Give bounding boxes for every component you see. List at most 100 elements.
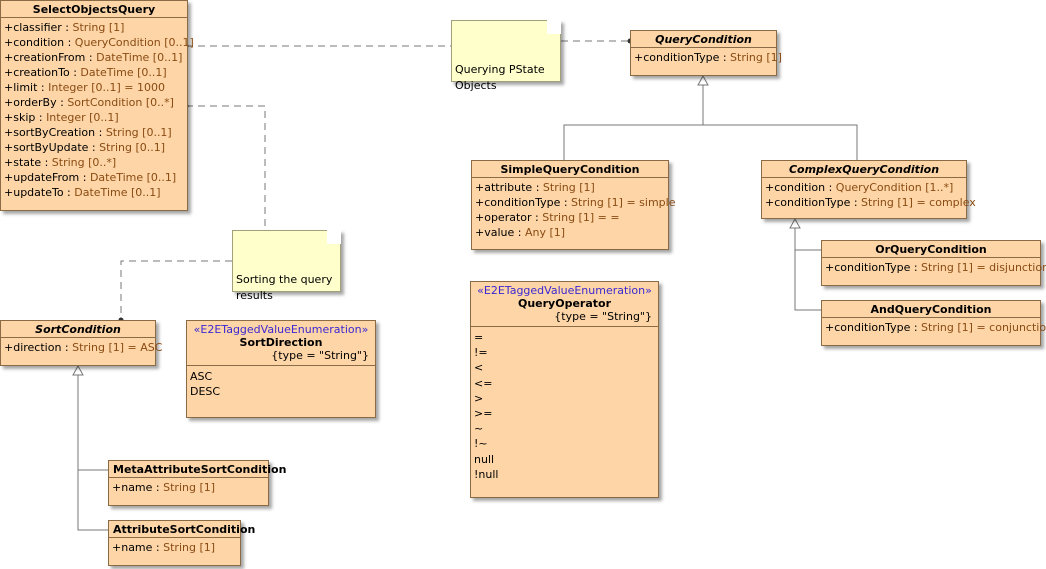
attr-name: +updateFrom: [4, 171, 80, 184]
attr-type: Any [1]: [524, 226, 566, 239]
enum-literal: !=: [474, 346, 488, 360]
attr-type: DateTime [0..1]: [96, 51, 183, 64]
enum-query-operator[interactable]: «E2ETaggedValueEnumeration» QueryOperato…: [470, 281, 659, 498]
class-sort-condition[interactable]: SortCondition +direction : String [1] = …: [0, 320, 163, 366]
class-name: OrQueryCondition: [822, 241, 1040, 258]
note-sorting-query-results[interactable]: Sorting the query results: [232, 230, 341, 302]
attr-name: +conditionType: [765, 196, 851, 209]
attr-name: +updateTo: [4, 186, 64, 199]
attr-type: String [1] = ASC: [72, 341, 163, 354]
attribute-row: +direction : String [1] = ASC: [4, 341, 163, 354]
attr-type: String [1] = simple: [571, 196, 676, 209]
attribute-row: +updateTo : DateTime [0..1]: [4, 186, 161, 199]
attr-type: String [0..1]: [99, 141, 166, 154]
note-text: Sorting the query results: [236, 273, 333, 302]
attribute-compartment: +attribute : String [1] +conditionType :…: [472, 178, 675, 242]
note-fold-corner: [547, 20, 561, 34]
attr-name: +limit: [4, 81, 38, 94]
tagged-value: {type = "String"}: [271, 349, 369, 362]
attr-type: Integer [0..1] = 1000: [48, 81, 165, 94]
enum-literal: ~: [474, 422, 484, 436]
attribute-row: +conditionType : String [1] = conjunctio…: [825, 320, 1046, 335]
class-name: AttributeSortCondition: [109, 521, 255, 538]
attr-type: String [1]: [730, 51, 782, 64]
attr-name: +creationFrom: [4, 51, 86, 64]
class-query-condition[interactable]: QueryCondition +conditionType : String […: [630, 30, 782, 76]
enum-literal: >: [474, 391, 484, 405]
attr-type: DateTime [0..1]: [80, 66, 167, 79]
attr-name: +sortByUpdate: [4, 141, 89, 154]
note-anchor-sortcondition: [120, 260, 232, 320]
class-name: AndQueryCondition: [822, 301, 1040, 318]
attribute-row: +updateFrom : DateTime [0..1]: [4, 171, 177, 184]
enum-literal: >=: [474, 407, 493, 421]
generalization-arrow-complex: [789, 217, 801, 229]
attr-type: Integer [0..1]: [46, 111, 119, 124]
attr-type: QueryCondition [1..*]: [835, 181, 954, 194]
attr-type: String [1] = complex: [861, 196, 976, 209]
enum-sort-direction[interactable]: «E2ETaggedValueEnumeration» SortDirectio…: [186, 320, 376, 418]
attribute-compartment: +classifier : String [1] +condition : Qu…: [1, 18, 194, 202]
attribute-row: +state : String [0..*]: [4, 156, 117, 169]
attr-type: DateTime [0..1]: [89, 171, 177, 184]
attr-type: String [1] = disjunction: [921, 261, 1046, 274]
attr-name: +attribute: [475, 181, 533, 194]
attribute-row: +conditionType : String [1] = disjunctio…: [825, 260, 1046, 275]
stereotype-label: «E2ETaggedValueEnumeration»: [193, 323, 369, 336]
class-name: ComplexQueryCondition: [762, 161, 966, 178]
class-meta-attribute-sort-condition[interactable]: MetaAttributeSortCondition +name : Strin…: [108, 460, 286, 506]
enum-literal: null: [474, 452, 495, 466]
attribute-row: +creationFrom : DateTime [0..1]: [4, 51, 183, 64]
attr-type: QueryCondition [0..1]: [74, 36, 194, 49]
attr-name: +conditionType: [825, 321, 911, 334]
attribute-row: +attribute : String [1]: [475, 181, 595, 194]
attribute-row: +sortByUpdate : String [0..1]: [4, 141, 166, 154]
enum-name: QueryOperator: [517, 297, 611, 310]
class-or-query-condition[interactable]: OrQueryCondition +conditionType : String…: [821, 240, 1046, 286]
literal-compartment: = != < <= > >= ~ !~ null !null: [471, 327, 658, 485]
generalization-arrow-querycondition: [697, 74, 709, 86]
attr-type: String [1]: [163, 541, 216, 554]
attribute-row: +name : String [1]: [112, 541, 216, 554]
attr-type: String [1] = =: [542, 211, 620, 224]
attribute-compartment: +name : String [1]: [109, 478, 268, 497]
stereotype-label: «E2ETaggedValueEnumeration»: [477, 284, 652, 297]
enum-literal: !null: [474, 467, 499, 481]
class-select-objects-query[interactable]: SelectObjectsQuery +classifier : String …: [0, 0, 194, 211]
note-anchor-orderby: [186, 105, 266, 230]
note-querying-pstate-objects[interactable]: Querying PState Objects: [451, 20, 561, 92]
attr-name: +operator: [475, 211, 532, 224]
attribute-row: +classifier : String [1]: [4, 21, 125, 34]
class-attribute-sort-condition[interactable]: AttributeSortCondition +name : String [1…: [108, 520, 255, 566]
generalization-sort-subclasses: [77, 469, 108, 531]
class-name: QueryCondition: [631, 31, 776, 48]
class-and-query-condition[interactable]: AndQueryCondition +conditionType : Strin…: [821, 300, 1046, 346]
attr-name: +name: [112, 481, 153, 494]
enum-literal: <: [474, 361, 484, 375]
attribute-compartment: +name : String [1]: [109, 538, 240, 557]
attr-type: String [1]: [163, 481, 216, 494]
attribute-row: +condition : QueryCondition [0..1]: [4, 36, 194, 49]
attr-name: +direction: [4, 341, 62, 354]
note-fold-corner: [327, 230, 341, 244]
attribute-row: +conditionType : String [1]: [634, 51, 782, 64]
attr-name: +conditionType: [475, 196, 561, 209]
attr-type: DateTime [0..1]: [74, 186, 161, 199]
enum-literal: DESC: [190, 385, 221, 399]
enum-literal: =: [474, 331, 484, 344]
attribute-row: +value : Any [1]: [475, 226, 566, 239]
class-complex-query-condition[interactable]: ComplexQueryCondition +condition : Query…: [761, 160, 976, 219]
enum-literal: <=: [474, 376, 493, 390]
attr-type: String [0..*]: [51, 156, 117, 169]
class-simple-query-condition[interactable]: SimpleQueryCondition +attribute : String…: [471, 160, 675, 250]
attribute-compartment: +direction : String [1] = ASC: [1, 338, 163, 357]
attr-name: +conditionType: [634, 51, 720, 64]
attribute-row: +operator : String [1] = =: [475, 211, 620, 224]
attr-type: String [1]: [542, 181, 595, 194]
generalization-or-and: [794, 249, 821, 311]
literal-compartment: ASC DESC: [187, 366, 375, 402]
attr-type: String [1] = conjunction: [921, 321, 1046, 334]
class-name: SelectObjectsQuery: [1, 1, 187, 18]
attr-type: String [0..1]: [105, 126, 172, 139]
generalization-arrow-sort: [72, 364, 84, 376]
